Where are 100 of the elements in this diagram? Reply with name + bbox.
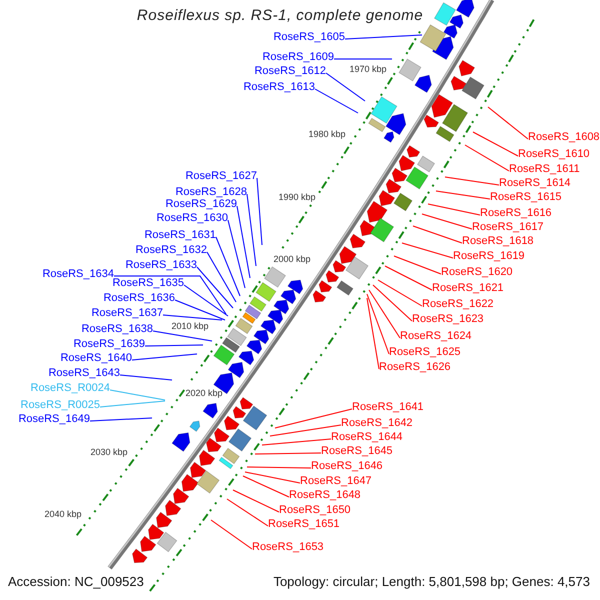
leader-line bbox=[174, 300, 226, 320]
gene-label: RoseRS_1612 bbox=[254, 64, 326, 78]
leader-line bbox=[428, 204, 480, 216]
scale-label: 1980 kbp bbox=[308, 129, 346, 139]
leader-line bbox=[152, 330, 212, 342]
leader-line bbox=[132, 354, 198, 360]
leader-line bbox=[120, 374, 172, 380]
leader-line bbox=[314, 88, 358, 114]
gene-label: RoseRS_1615 bbox=[490, 190, 562, 204]
scale-label: 2020 kbp bbox=[185, 388, 223, 398]
leader-line bbox=[100, 400, 166, 408]
leader-line bbox=[210, 520, 252, 550]
gene-label: RoseRS_1648 bbox=[289, 488, 361, 502]
leader-line bbox=[184, 284, 228, 316]
gene-label: RoseRS_1610 bbox=[518, 148, 590, 160]
leader-line bbox=[366, 294, 390, 354]
gene-label: RoseRS_1609 bbox=[262, 50, 334, 64]
gene-label: RoseRS_1623 bbox=[412, 312, 484, 326]
leader-line bbox=[472, 132, 518, 156]
gene-label: RoseRS_1641 bbox=[352, 400, 424, 414]
gene-label: RoseRS_1651 bbox=[268, 518, 340, 530]
gene-label: RoseRS_1626 bbox=[379, 360, 451, 374]
leader-line bbox=[344, 34, 422, 40]
leader-line bbox=[216, 236, 240, 296]
genome-summary-text: Topology: circular; Length: 5,801,598 bp; Genes: 4,573 bbox=[273, 574, 590, 589]
gene-label: RoseRS_1645 bbox=[321, 444, 393, 458]
leader-line bbox=[90, 418, 152, 422]
leader-line bbox=[334, 58, 392, 60]
leader-line bbox=[256, 178, 262, 246]
gene-label: RoseRS_1647 bbox=[300, 474, 372, 488]
leader-line bbox=[372, 284, 412, 322]
leader-line bbox=[232, 490, 280, 512]
gene-label: RoseRS_1621 bbox=[432, 282, 504, 294]
gene-label: RoseRS_1605 bbox=[273, 30, 345, 44]
leader-line bbox=[228, 220, 246, 288]
leader-line bbox=[196, 266, 234, 308]
scale-label: 2000 kbp bbox=[273, 254, 311, 264]
gene-label: RoseRS_1638 bbox=[81, 322, 153, 336]
gene-label: RoseRS_1653 bbox=[252, 540, 324, 554]
leader-line bbox=[236, 206, 250, 278]
leader-line bbox=[110, 390, 166, 400]
leader-line bbox=[444, 176, 500, 186]
scale-label: 2030 kbp bbox=[90, 447, 128, 457]
leader-line bbox=[270, 424, 342, 436]
leader-line bbox=[422, 214, 472, 230]
gene-label: RoseRS_1636 bbox=[103, 292, 175, 304]
gene-label: RoseRS_1643 bbox=[48, 366, 120, 380]
leader-line bbox=[206, 252, 236, 302]
leader-line bbox=[244, 472, 300, 484]
gene-label: RoseRS_1611 bbox=[509, 162, 580, 176]
gene-label: RoseRS_1649 bbox=[18, 412, 90, 426]
leader-line bbox=[162, 314, 222, 320]
leader-line bbox=[402, 242, 454, 258]
leader-line bbox=[242, 476, 290, 498]
gene-label: RoseRS_1616 bbox=[480, 206, 552, 220]
leader-line bbox=[144, 344, 204, 346]
gene-label: RoseRS_1627 bbox=[185, 170, 257, 182]
gene-label: RoseRS_1608 bbox=[528, 130, 600, 144]
leader-line bbox=[226, 498, 268, 526]
leader-line bbox=[246, 466, 312, 468]
leader-line bbox=[262, 438, 332, 446]
gene-label: RoseRS_1634 bbox=[42, 268, 114, 280]
gene-label: RoseRS_R0025 bbox=[20, 398, 100, 412]
gene-label: RoseRS_1624 bbox=[400, 330, 472, 342]
scale-label: 2010 kbp bbox=[171, 321, 209, 331]
leader-line bbox=[394, 256, 442, 274]
scale-label: 1990 kbp bbox=[278, 192, 316, 202]
leader-line bbox=[384, 266, 432, 290]
gene-label: RoseRS_1632 bbox=[135, 244, 207, 256]
scale-label: 2040 kbp bbox=[44, 509, 82, 519]
gene-label: RoseRS_1630 bbox=[156, 212, 228, 224]
gene-label: RoseRS_1622 bbox=[422, 298, 494, 310]
gene-label: RoseRS_1644 bbox=[331, 430, 403, 444]
gene-label: RoseRS_1637 bbox=[91, 306, 163, 320]
leader-line bbox=[464, 144, 510, 172]
leader-line bbox=[366, 298, 380, 370]
leader-line bbox=[114, 276, 226, 314]
gene-label: RoseRS_1633 bbox=[125, 258, 197, 272]
leader-line bbox=[368, 290, 400, 338]
gene-label: RoseRS_1614 bbox=[499, 176, 571, 190]
diagram-title: Roseiflexus sp. RS-1, complete genome bbox=[136, 7, 424, 25]
leader-line bbox=[378, 280, 422, 306]
gene-label: RoseRS_1646 bbox=[311, 460, 383, 472]
gene-label: RoseRS_1617 bbox=[472, 220, 544, 234]
leader-line bbox=[488, 106, 528, 140]
gene-label: RoseRS_1628 bbox=[175, 186, 247, 198]
gene-label: RoseRS_1635 bbox=[112, 276, 184, 290]
gene-label: RoseRS_1640 bbox=[60, 352, 132, 364]
gene-label: RoseRS_1619 bbox=[453, 250, 525, 262]
scale-label: 1970 kbp bbox=[349, 64, 387, 74]
gene-label: RoseRS_1639 bbox=[73, 338, 145, 350]
gene-label: RoseRS_R0024 bbox=[30, 382, 110, 394]
leader-line bbox=[274, 408, 352, 428]
gene-label: RoseRS_1618 bbox=[462, 234, 534, 248]
leader-line bbox=[412, 226, 462, 244]
gene-label: RoseRS_1613 bbox=[243, 80, 315, 94]
accession-text: Accession: NC_009523 bbox=[8, 574, 144, 589]
leader-line bbox=[436, 190, 490, 200]
leader-line bbox=[246, 194, 256, 266]
gene-label: RoseRS_1642 bbox=[341, 416, 413, 430]
